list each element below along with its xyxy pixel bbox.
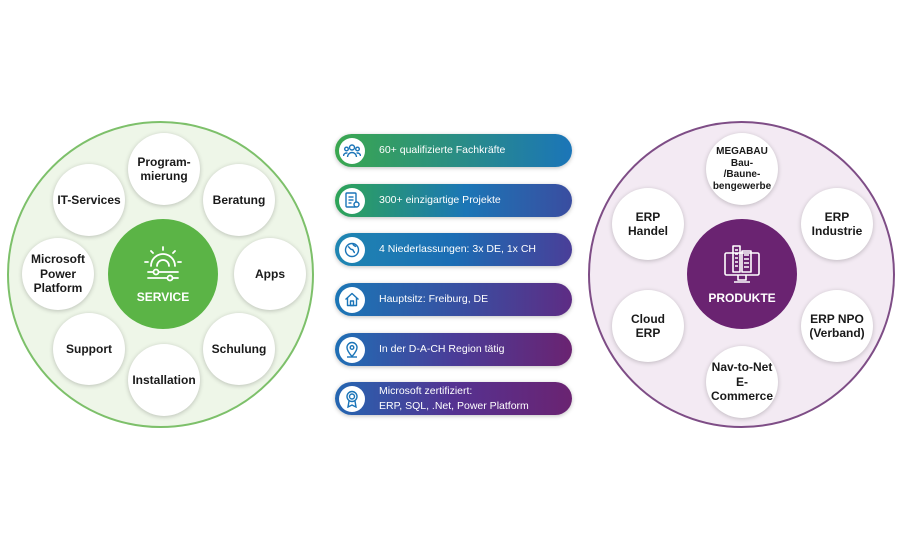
fact-pill-dach-region: In der D-A-CH Region tätig	[335, 333, 572, 366]
location-pin-icon	[339, 336, 365, 363]
produkte-node-erp-industrie[interactable]: ERP Industrie	[801, 188, 873, 260]
fact-line: Microsoft zertifiziert:	[379, 385, 473, 398]
service-node-microsoft-power-platform[interactable]: Microsoft Power Platform	[22, 238, 94, 310]
team-icon	[339, 137, 365, 164]
service-hub: SERVICE	[108, 219, 218, 329]
fact-text: 60+ qualifizierte Fachkräfte	[379, 143, 505, 157]
produkte-node-erp-handel[interactable]: ERP Handel	[612, 188, 684, 260]
project-document-icon	[339, 187, 365, 214]
globe-icon	[339, 236, 365, 263]
service-node-schulung[interactable]: Schulung	[203, 313, 275, 385]
service-node-apps[interactable]: Apps	[234, 238, 306, 310]
fact-text: Hauptsitz: Freiburg, DE	[379, 292, 488, 306]
gear-sliders-icon	[144, 246, 182, 282]
service-node-support[interactable]: Support	[53, 313, 125, 385]
produkte-node-erp-npo[interactable]: ERP NPO (Verband)	[801, 290, 873, 362]
service-node-beratung[interactable]: Beratung	[203, 164, 275, 236]
fact-text: 4 Niederlassungen: 3x DE, 1x CH	[379, 242, 536, 256]
service-node-installation[interactable]: Installation	[128, 344, 200, 416]
certificate-award-icon	[339, 385, 365, 412]
fact-line: Hauptsitz: Freiburg, DE	[379, 293, 489, 306]
fact-pill-projekte: 300+ einzigartige Projekte	[335, 184, 572, 217]
fact-text: In der D-A-CH Region tätig	[379, 342, 504, 356]
building-monitor-icon	[724, 245, 760, 283]
fact-line: 4 Niederlassungen: 3x DE, 1x CH	[379, 243, 536, 256]
fact-line: In der D-A-CH Region tätig	[379, 343, 505, 356]
produkte-hub-label: PRODUKTE	[708, 291, 776, 305]
fact-line: 60+ qualifizierte Fachkräfte	[379, 144, 506, 157]
fact-pill-microsoft-zertifiziert: Microsoft zertifiziert:ERP, SQL, .Net, P…	[335, 382, 572, 415]
service-node-programmierung[interactable]: Program- mierung	[128, 133, 200, 205]
fact-pill-niederlassungen: 4 Niederlassungen: 3x DE, 1x CH	[335, 233, 572, 266]
fact-pill-fachkraefte: 60+ qualifizierte Fachkräfte	[335, 134, 572, 167]
service-node-it-services[interactable]: IT-Services	[53, 164, 125, 236]
produkte-node-cloud-erp[interactable]: Cloud ERP	[612, 290, 684, 362]
produkte-node-megabau[interactable]: MEGABAU Bau- /Baune- bengewerbe	[706, 133, 778, 205]
fact-text: 300+ einzigartige Projekte	[379, 193, 501, 207]
service-hub-label: SERVICE	[136, 290, 190, 304]
home-icon	[339, 286, 365, 313]
fact-line: ERP, SQL, .Net, Power Platform	[379, 399, 529, 412]
fact-text: Microsoft zertifiziert:ERP, SQL, .Net, P…	[379, 384, 529, 412]
fact-line: 300+ einzigartige Projekte	[379, 194, 501, 207]
fact-pill-hauptsitz: Hauptsitz: Freiburg, DE	[335, 283, 572, 316]
produkte-hub: PRODUKTE	[687, 219, 797, 329]
produkte-node-nav-to-net[interactable]: Nav-to-Net E-Commerce	[706, 346, 778, 418]
